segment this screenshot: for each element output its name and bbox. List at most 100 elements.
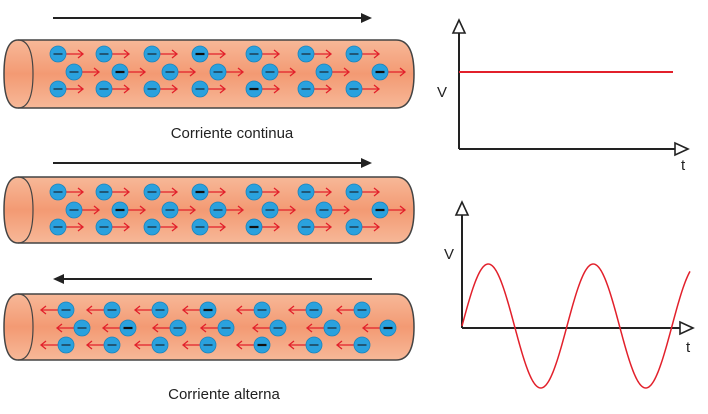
drift-arrow	[331, 67, 351, 77]
drift-arrow	[235, 305, 255, 315]
drift-arrow	[277, 67, 297, 77]
ac-caption: Corriente alterna	[168, 386, 280, 403]
electron	[245, 45, 281, 63]
drift-arrow	[39, 305, 59, 315]
electron	[297, 45, 333, 63]
electron	[345, 183, 381, 201]
drift-arrow	[159, 49, 179, 59]
electron	[55, 319, 91, 337]
electron	[235, 336, 271, 354]
drift-arrow	[335, 305, 355, 315]
electron	[39, 301, 75, 319]
drift-arrow	[181, 340, 201, 350]
electron	[361, 319, 397, 337]
drift-arrow	[261, 187, 281, 197]
electron	[251, 319, 287, 337]
drift-arrow	[207, 187, 227, 197]
drift-arrow	[177, 205, 197, 215]
electron	[95, 218, 131, 236]
ac-x-axis-arrowhead	[679, 320, 695, 336]
dc-y-axis-arrowhead	[451, 18, 467, 34]
electron	[235, 301, 271, 319]
drift-arrow	[111, 222, 131, 232]
electron	[181, 336, 217, 354]
drift-arrow	[151, 323, 171, 333]
drift-arrow	[159, 84, 179, 94]
electron	[209, 63, 245, 81]
electron	[133, 301, 169, 319]
drift-arrow	[287, 305, 307, 315]
drift-arrow	[305, 323, 325, 333]
electron	[335, 336, 371, 354]
drift-arrow	[251, 323, 271, 333]
electron	[161, 201, 197, 219]
drift-arrow	[261, 49, 281, 59]
electron	[287, 301, 323, 319]
drift-arrow	[65, 222, 85, 232]
electron	[133, 336, 169, 354]
ac-y-axis-label: V	[444, 246, 454, 263]
drift-arrow	[39, 340, 59, 350]
dc-graph: V t	[437, 18, 690, 174]
drift-arrow	[361, 187, 381, 197]
drift-arrow	[81, 205, 101, 215]
drift-arrow	[65, 84, 85, 94]
drift-arrow	[159, 187, 179, 197]
electron	[85, 301, 121, 319]
electron	[143, 80, 179, 98]
drift-arrow	[361, 49, 381, 59]
electron	[345, 80, 381, 98]
electron	[245, 183, 281, 201]
drift-arrow	[127, 205, 147, 215]
electron	[371, 63, 407, 81]
electrons-ac-forward	[49, 183, 407, 236]
electrons-dc	[49, 45, 407, 98]
electron	[261, 63, 297, 81]
electron	[65, 201, 101, 219]
electron	[297, 183, 333, 201]
electron	[85, 336, 121, 354]
drift-arrow	[199, 323, 219, 333]
drift-arrow	[361, 84, 381, 94]
electron	[287, 336, 323, 354]
electron	[143, 45, 179, 63]
drift-arrow	[127, 67, 147, 77]
drift-arrow	[111, 84, 131, 94]
electron	[111, 201, 147, 219]
ac-graph: V t	[444, 200, 695, 389]
current-direction-arrow-top	[53, 13, 372, 23]
drift-arrow	[225, 67, 245, 77]
dc-y-axis-label: V	[437, 84, 447, 101]
electrons-ac-backward	[39, 301, 397, 354]
drift-arrow	[313, 49, 333, 59]
electron	[297, 80, 333, 98]
drift-arrow	[207, 49, 227, 59]
drift-arrow	[133, 340, 153, 350]
drift-arrow	[85, 305, 105, 315]
electron	[49, 45, 85, 63]
electron	[111, 63, 147, 81]
electron	[95, 183, 131, 201]
drift-arrow	[177, 67, 197, 77]
drift-arrow	[261, 84, 281, 94]
electron	[191, 45, 227, 63]
drift-arrow	[313, 84, 333, 94]
electron	[101, 319, 137, 337]
electron	[245, 80, 281, 98]
electron	[261, 201, 297, 219]
drift-arrow	[361, 323, 381, 333]
electron	[245, 218, 281, 236]
drift-arrow	[207, 84, 227, 94]
electron	[181, 301, 217, 319]
electron	[151, 319, 187, 337]
electron	[191, 80, 227, 98]
electron	[345, 218, 381, 236]
electron	[49, 183, 85, 201]
electron	[305, 319, 341, 337]
drift-arrow	[55, 323, 75, 333]
drift-arrow	[101, 323, 121, 333]
drift-arrow	[159, 222, 179, 232]
current-direction-arrow-middle	[53, 158, 372, 168]
electron	[95, 45, 131, 63]
